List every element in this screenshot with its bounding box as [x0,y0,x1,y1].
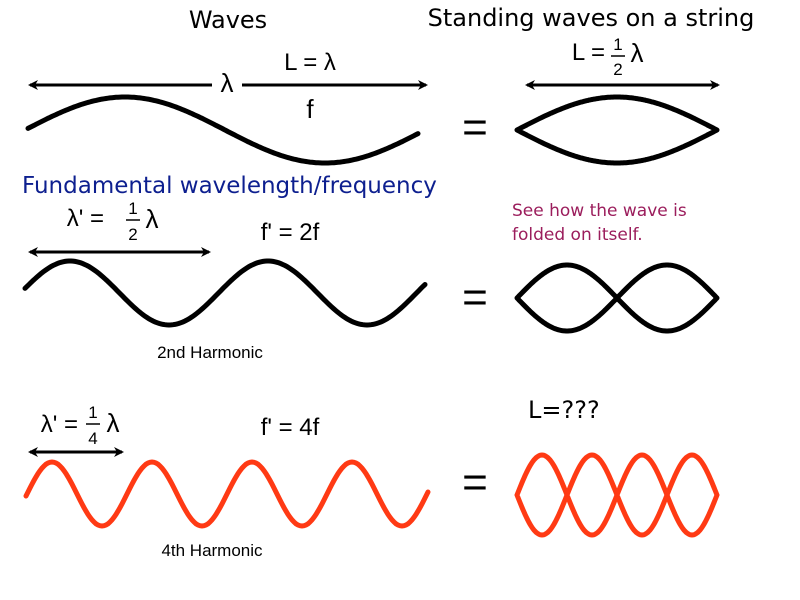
fourth-harmonic-label: 4th Harmonic [161,541,263,560]
standing-wave-second-harmonic [514,262,720,334]
fraction-denominator: 2 [128,225,137,244]
second-harmonic-label: 2nd Harmonic [157,343,263,362]
lambda: λ [146,204,159,234]
fraction-numerator: 1 [613,35,622,54]
standing-wave-fourth-harmonic [514,452,720,538]
fundamental-subtitle: Fundamental wavelength/frequency [22,173,437,199]
lambda: λ [107,408,120,438]
fraction-denominator: 4 [88,429,97,448]
frequency-4f: f' = 4f [261,414,320,441]
fundamental-wave [25,94,421,166]
fraction-numerator: 1 [128,199,137,218]
fourth-harmonic-wave [23,459,431,529]
right-lambda: λ [631,38,644,68]
lambda-prime-lhs: λ' = [41,411,78,438]
length-question: L=??? [528,396,600,424]
second-harmonic-wave [22,258,428,328]
title-waves: Waves [189,6,267,34]
lambda-prime-lhs: λ' = [67,205,104,232]
length-equation: L = λ [284,49,336,76]
title-standing-waves: Standing waves on a string [428,4,755,32]
note-line-2: folded on itself. [512,225,643,245]
fraction-numerator: 1 [88,403,97,422]
fraction-denominator: 2 [613,60,622,79]
lambda-label: λ [221,68,234,98]
note-line-1: See how the wave is [512,201,687,221]
frequency-2f: f' = 2f [261,219,320,246]
right-L-label: L = [572,39,605,66]
equals-sign-3: = [462,458,488,507]
equals-sign-2: = [462,273,488,322]
frequency-label: f [306,94,314,124]
equals-sign-1: = [462,103,488,152]
standing-wave-fundamental [514,94,720,166]
